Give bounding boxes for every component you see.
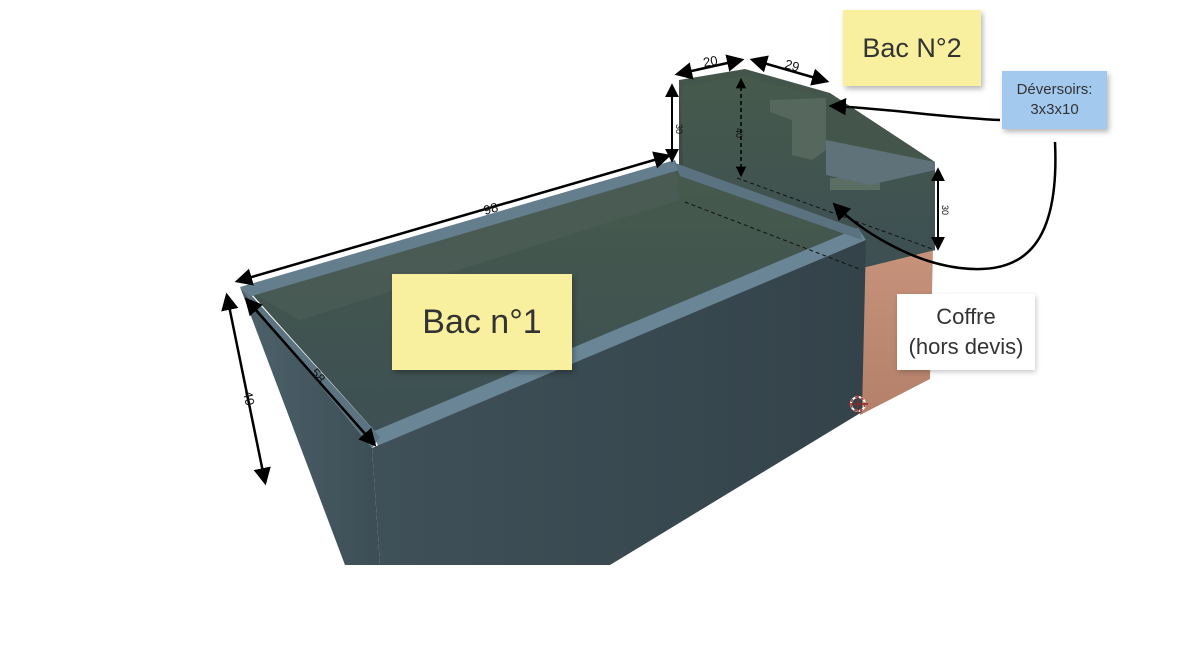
- dim-label-20: 20: [702, 53, 719, 70]
- bac2-weir-block: [770, 98, 826, 160]
- bac1-front-face: [372, 240, 866, 565]
- deversoirs-sticky-note: Déversoirs: 3x3x10: [1002, 71, 1107, 129]
- coffre-title: Coffre: [936, 304, 996, 329]
- connector-arrow-weir-bottom: [832, 141, 1057, 271]
- coffre-subtitle: (hors devis): [908, 334, 1024, 359]
- dim-label-30-left: 30: [674, 124, 684, 134]
- coffre-sticky-note: Coffre (hors devis): [897, 294, 1035, 370]
- bac2-label: Bac N°2: [862, 32, 962, 63]
- dim-arrow-20: [674, 54, 745, 80]
- bac1-rim-front: [372, 228, 866, 450]
- bac1-inner-divider: [675, 163, 862, 240]
- deversoirs-size: 3x3x10: [1030, 101, 1079, 118]
- dim-arrow-29: [749, 55, 830, 86]
- bac1-label: Bac n°1: [422, 302, 542, 341]
- dim-label-98: 98: [482, 199, 500, 217]
- deversoirs-title: Déversoirs:: [1016, 81, 1093, 98]
- dim-arrow-98: [234, 151, 672, 286]
- dim-label-40-inner: 40: [734, 128, 744, 138]
- connector-arrow-weir-top: [828, 97, 1001, 122]
- dim-label-30-right: 30: [940, 205, 950, 215]
- bac2-sticky-note: Bac N°2: [843, 10, 981, 86]
- dim-arrow-40: [221, 292, 271, 486]
- bac2-right-wall: [826, 140, 935, 185]
- origin-marker-icon: [848, 394, 868, 414]
- dim-label-40: 40: [240, 390, 258, 407]
- hidden-edge-1: [684, 201, 863, 271]
- coffre-body: [860, 249, 933, 415]
- bac1-sticky-note: Bac n°1: [392, 274, 572, 370]
- dim-label-29: 29: [783, 56, 801, 74]
